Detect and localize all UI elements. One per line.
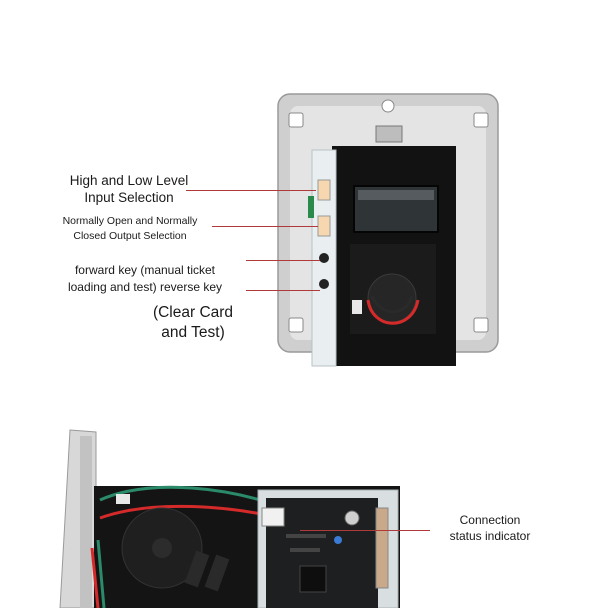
top-latch xyxy=(375,125,403,143)
lever-arm xyxy=(204,554,230,592)
label-line: (Clear Card xyxy=(152,304,234,321)
ticket-dispenser-photo xyxy=(277,93,499,367)
mounting-hole xyxy=(473,317,489,333)
lever-arm xyxy=(184,550,210,588)
green-wire-lower xyxy=(96,539,106,608)
red-wire-lower xyxy=(90,547,100,608)
motor-hub xyxy=(152,538,172,558)
mounting-hole xyxy=(473,112,489,128)
clear-card-label: (Clear Card and Test) xyxy=(138,303,248,343)
pcb-trace xyxy=(286,534,326,538)
label-line: Normally Open and Normally xyxy=(62,215,198,227)
cable-tie xyxy=(116,494,130,504)
side-connector xyxy=(375,507,389,589)
no-nc-output-label: Normally Open and Normally Closed Output… xyxy=(40,214,220,244)
output-selection-switch xyxy=(317,215,331,237)
reverse-key xyxy=(319,279,329,289)
black-wire xyxy=(370,295,414,314)
slot-highlight xyxy=(358,190,434,200)
mounting-hole xyxy=(288,112,304,128)
pcb-trace xyxy=(290,548,320,552)
forward-reverse-key-label: forward key (manual ticket loading and t… xyxy=(50,262,240,297)
leader-line-reverse-key xyxy=(246,290,320,291)
red-wire xyxy=(366,299,420,325)
controller-board-photo xyxy=(59,429,400,608)
label-line: Connection xyxy=(459,513,521,527)
pcb-screw xyxy=(344,510,360,526)
leader-line-high-low xyxy=(186,190,316,191)
label-line: Closed Output Selection xyxy=(73,230,187,243)
leader-line-connection xyxy=(300,530,430,531)
level-selection-switch xyxy=(317,179,331,201)
green-board-edge xyxy=(308,196,314,218)
forward-key xyxy=(319,253,329,263)
connector-header xyxy=(261,507,285,527)
connection-status-label: Connection status indicator xyxy=(425,512,555,544)
leader-line-forward-key xyxy=(246,260,320,261)
label-line: High and Low Level xyxy=(69,173,189,188)
microcontroller-chip xyxy=(299,565,327,593)
plate-edge xyxy=(80,436,92,608)
label-line: status indicator xyxy=(449,529,531,544)
high-low-level-label: High and Low Level Input Selection xyxy=(54,173,204,207)
label-line: Input Selection xyxy=(84,189,174,205)
label-line: forward key (manual ticket xyxy=(74,263,216,277)
top-screw-hole xyxy=(381,99,395,113)
mounting-hole xyxy=(288,317,304,333)
leader-line-no-nc xyxy=(212,226,318,227)
label-line: and Test) xyxy=(161,324,225,342)
status-led xyxy=(334,536,342,544)
wire-connector xyxy=(352,300,362,314)
label-line: loading and test) reverse key xyxy=(67,280,223,295)
